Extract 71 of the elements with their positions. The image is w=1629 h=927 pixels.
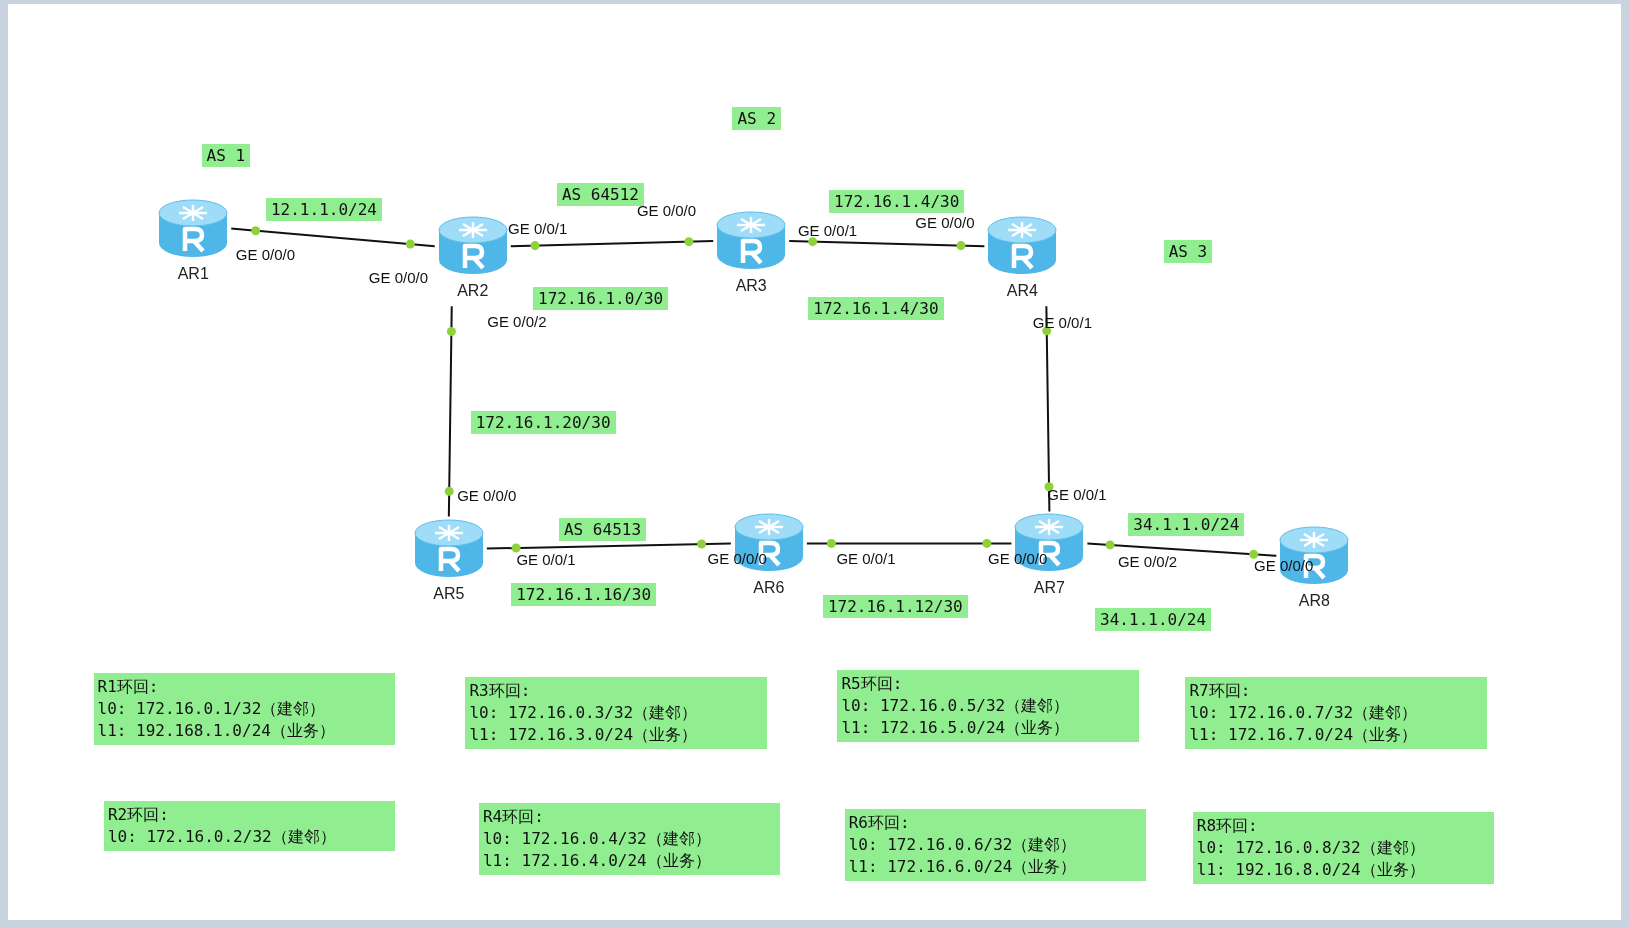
note-text: l0: 172.16.0.7/32（建邻）: [1189, 702, 1419, 725]
link-line: [447, 305, 453, 518]
tag-label: AS 64512: [556, 182, 644, 206]
note-text: l1: 172.16.4.0/24（业务）: [482, 850, 712, 873]
tag-label: 34.1.1.0/24: [1128, 513, 1245, 537]
link-line: [230, 227, 436, 248]
note-box: [1192, 812, 1495, 885]
note-box: [1185, 677, 1487, 750]
tag-label: 12.1.1.0/24: [265, 198, 382, 222]
link-line: [788, 240, 986, 248]
router-name: AR5: [432, 584, 466, 603]
note-text: R7环回:: [1189, 680, 1252, 703]
note-text: R3环回:: [469, 680, 532, 703]
note-text: l0: 172.16.0.1/32（建邻）: [97, 698, 327, 721]
note-box: [844, 809, 1146, 882]
port-label: GE 0/0/0: [368, 269, 429, 287]
tag-label: AS 1: [201, 144, 251, 168]
note-text: R2环回:: [107, 804, 170, 827]
link-line: [1086, 542, 1278, 557]
note-box: [465, 677, 767, 750]
tag-label: AS 2: [732, 107, 781, 130]
port-label: GE 0/0/2: [487, 312, 547, 330]
port-label: GE 0/0/1: [797, 222, 858, 240]
note-box: [103, 801, 395, 852]
tag-label: 172.16.1.4/30: [808, 297, 944, 321]
note-text: l0: 172.16.0.8/32（建邻）: [1196, 837, 1426, 860]
note-text: l1: 192.16.8.0/24（业务）: [1196, 859, 1426, 882]
port-label: GE 0/0/2: [1117, 552, 1178, 570]
note-text: l1: 192.168.1.0/24（业务）: [97, 720, 336, 743]
note-box: [837, 670, 1139, 743]
port-label: GE 0/0/1: [508, 220, 568, 238]
router-name: AR2: [456, 282, 490, 301]
note-text: l0: 172.16.0.4/32（建邻）: [482, 828, 712, 851]
note-text: R1环回:: [97, 676, 160, 699]
tag-label: AS 3: [1163, 240, 1213, 263]
tag-label: 172.16.1.4/30: [829, 190, 965, 214]
router-name: AR7: [1032, 579, 1066, 598]
port-label: GE 0/0/1: [516, 550, 576, 568]
note-text: l1: 172.16.5.0/24（业务）: [841, 717, 1071, 740]
note-box: [478, 803, 781, 876]
port-label: GE 0/0/0: [457, 487, 517, 505]
note-text: R4环回:: [482, 806, 545, 829]
note-text: l0: 172.16.0.6/32（建邻）: [848, 834, 1078, 857]
tag-label: 172.16.1.12/30: [822, 595, 968, 619]
note-text: l1: 172.16.3.0/24（业务）: [469, 724, 699, 747]
port-label: GE 0/0/1: [836, 549, 896, 567]
port-label: GE 0/0/0: [235, 246, 296, 264]
tag-label: 34.1.1.0/24: [1095, 607, 1212, 631]
note-text: l0: 172.16.0.2/32（建邻）: [107, 826, 337, 849]
router-name: AR3: [734, 277, 768, 296]
tag-label: 172.16.1.20/30: [470, 411, 616, 435]
note-text: l1: 172.16.7.0/24（业务）: [1189, 724, 1419, 747]
tag-label: 172.16.1.16/30: [511, 582, 657, 606]
tag-label: 172.16.1.0/30: [533, 286, 669, 310]
router-name: AR1: [176, 264, 210, 283]
note-box: [93, 673, 395, 746]
router-name: AR8: [1297, 591, 1331, 610]
link-line: [1045, 305, 1051, 513]
tag-label: AS 64513: [558, 518, 647, 542]
note-text: l0: 172.16.0.5/32（建邻）: [841, 695, 1071, 718]
note-text: R6环回:: [848, 812, 911, 835]
note-text: R8环回:: [1196, 815, 1259, 838]
link-line: [509, 240, 715, 248]
link-line: [805, 542, 1013, 545]
note-text: l1: 172.16.6.0/24（业务）: [848, 856, 1078, 879]
port-label: GE 0/0/0: [915, 214, 975, 232]
note-text: l0: 172.16.0.3/32（建邻）: [469, 702, 699, 725]
router-name: AR4: [1005, 282, 1039, 301]
router-name: AR6: [752, 579, 786, 598]
note-text: R5环回:: [841, 673, 904, 696]
link-line: [485, 542, 732, 550]
